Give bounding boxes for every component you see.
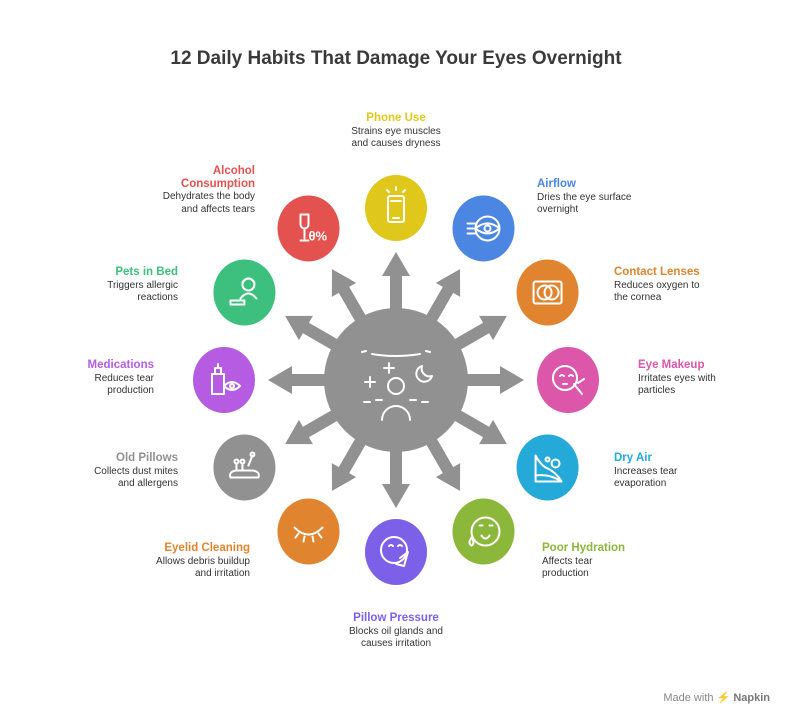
label-desc: causes irritation [360, 638, 432, 649]
label-desc: Allows debris buildup [156, 555, 250, 567]
label-desc: Increases tear [614, 465, 678, 477]
wine-glass-icon: θ% [299, 213, 328, 243]
label-title: Pillow Pressure [353, 612, 439, 624]
label-title: Pets in Bed [115, 266, 178, 278]
label-desc: Blocks oil glands and [349, 625, 443, 637]
label-desc: and irritation [194, 568, 250, 579]
label-title: Airflow [537, 178, 576, 190]
label-desc: Triggers allergic [107, 279, 178, 291]
made-with-text: Made with [663, 692, 714, 704]
eye-drops-icon [211, 363, 241, 395]
label-desc: Affects tear [542, 555, 593, 567]
habit-circle-pets-in-bed [213, 259, 276, 326]
footer-credit[interactable]: Made with ⚡ Napkin [663, 692, 770, 704]
label-desc: and affects tears [181, 203, 255, 215]
label-desc: Dehydrates the body [162, 191, 255, 202]
label-desc: production [542, 568, 589, 579]
label-title: Eye Makeup [638, 359, 705, 371]
habit-circle-poor-hydration [452, 498, 515, 565]
label-desc: Strains eye muscles [351, 125, 441, 137]
habit-circle-pillow-pressure [365, 519, 427, 585]
label-title: Medications [87, 359, 154, 371]
habit-circle-old-pillows [213, 434, 276, 501]
label-desc: the cornea [614, 292, 662, 303]
label-title: Old Pillows [116, 452, 178, 464]
habit-circle-eye-makeup [537, 347, 599, 413]
label-desc: reactions [137, 292, 178, 303]
dust-mites-icon [229, 451, 260, 479]
label-desc: Reduces tear [94, 372, 154, 384]
label-desc: particles [638, 385, 676, 396]
label-title: Eyelid Cleaning [164, 542, 250, 554]
label-title: Dry Air [614, 452, 652, 464]
label-title: Consumption [180, 177, 255, 190]
habit-circle-eyelid-cleaning [277, 498, 340, 565]
svg-text:θ%: θ% [309, 228, 328, 243]
label-desc: and allergens [117, 478, 178, 489]
label-desc: and causes dryness [351, 138, 441, 149]
pet-bed-icon [229, 277, 258, 306]
closed-eye-icon [293, 526, 324, 543]
label-desc: Reduces oxygen to [614, 279, 700, 291]
thirsty-face-icon [468, 516, 501, 547]
label-desc: overnight [537, 204, 579, 215]
page-title: 12 Daily Habits That Damage Your Eyes Ov… [170, 48, 622, 69]
face-pillow-icon [380, 536, 409, 567]
makeup-brush-icon [552, 365, 585, 395]
label-desc: Dries the eye surface [537, 191, 632, 203]
label-desc: production [107, 385, 154, 396]
tired-person-icon [361, 350, 433, 421]
label-title: Phone Use [366, 112, 426, 124]
habit-circle-alcohol [277, 195, 340, 262]
label-desc: Collects dust mites [94, 465, 178, 477]
label-desc: evaporation [614, 478, 667, 489]
label-title: Contact Lenses [614, 266, 700, 278]
phone-icon [386, 186, 406, 223]
airflow-eye-icon [466, 215, 501, 242]
habit-circle-contact-lenses [516, 259, 579, 326]
dry-air-icon [534, 454, 563, 483]
label-title: Alcohol [212, 165, 255, 177]
habit-circle-phone-use [365, 175, 427, 241]
brand-name: Napkin [733, 692, 770, 704]
label-desc: Irritates eyes with [638, 372, 716, 384]
label-title: Poor Hydration [542, 542, 626, 554]
contact-lens-icon [532, 280, 563, 305]
central-hub [324, 308, 468, 452]
